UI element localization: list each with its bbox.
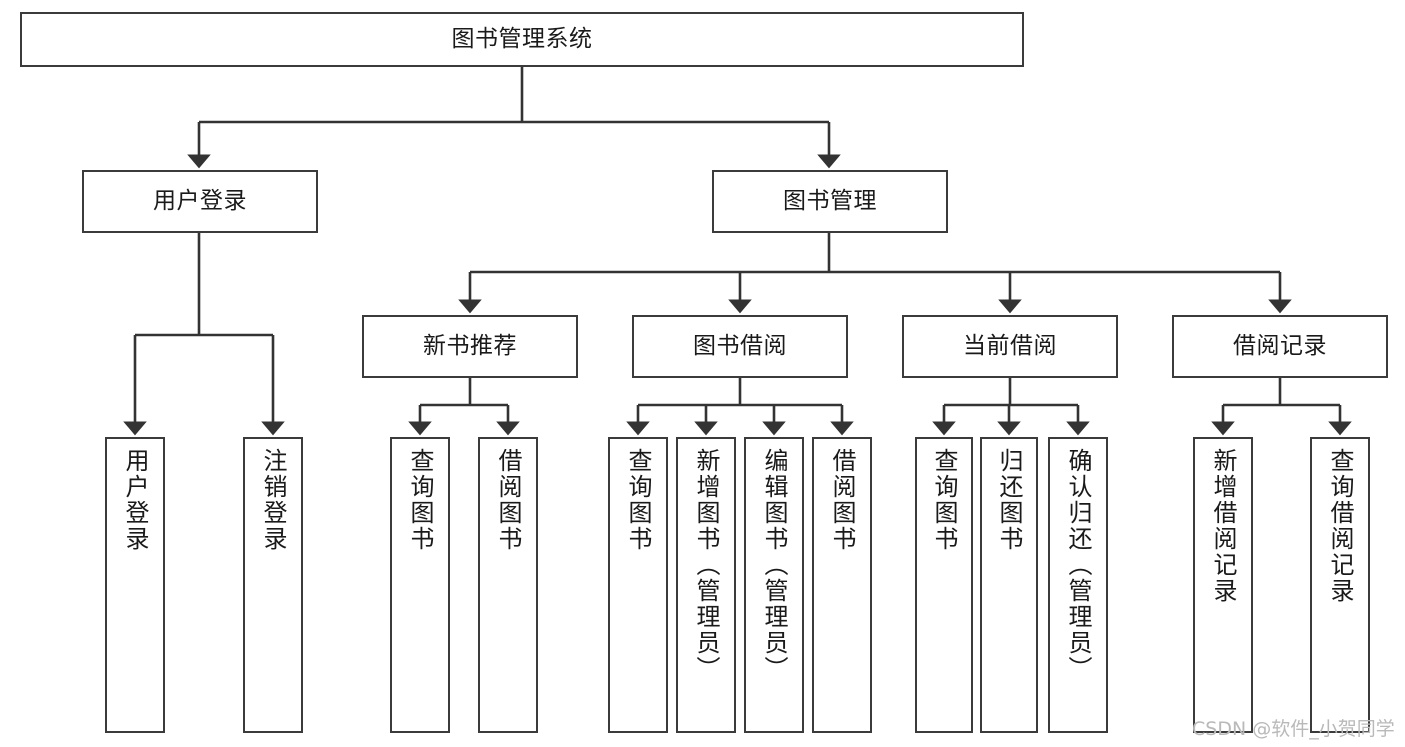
node-user-login-label: 用户登录 (153, 187, 247, 214)
node-borrow-records-label: 借阅记录 (1233, 332, 1327, 359)
node-current-borrow[interactable]: 当前借阅 (902, 315, 1118, 378)
leaf-user-login-label: 用户登录 (121, 448, 149, 552)
leaf-logout-label: 注销登录 (259, 448, 287, 552)
leaf-borrow-books-new[interactable]: 借阅图书 (478, 437, 538, 733)
leaf-add-book-admin-label: 新增图书（管理员） (692, 448, 720, 682)
leaf-logout[interactable]: 注销登录 (243, 437, 303, 733)
leaf-return-books[interactable]: 归还图书 (980, 437, 1038, 733)
node-borrow-records[interactable]: 借阅记录 (1172, 315, 1388, 378)
leaf-return-books-label: 归还图书 (995, 448, 1023, 552)
csdn-watermark: CSDN @软件_小贺同学 (1192, 718, 1395, 740)
leaf-add-book-admin[interactable]: 新增图书（管理员） (676, 437, 736, 733)
node-user-login[interactable]: 用户登录 (82, 170, 318, 233)
node-book-borrow[interactable]: 图书借阅 (632, 315, 848, 378)
leaf-edit-book-admin-label: 编辑图书（管理员） (760, 448, 788, 682)
node-new-book-recommend[interactable]: 新书推荐 (362, 315, 578, 378)
leaf-query-books-new[interactable]: 查询图书 (390, 437, 450, 733)
leaf-query-borrow-record[interactable]: 查询借阅记录 (1310, 437, 1370, 733)
node-new-book-recommend-label: 新书推荐 (423, 332, 517, 359)
node-book-management[interactable]: 图书管理 (712, 170, 948, 233)
node-current-borrow-label: 当前借阅 (963, 332, 1057, 359)
node-root-label: 图书管理系统 (451, 25, 593, 52)
leaf-borrow-books[interactable]: 借阅图书 (812, 437, 872, 733)
leaf-query-borrow-record-label: 查询借阅记录 (1326, 448, 1354, 604)
node-book-management-label: 图书管理 (783, 187, 877, 214)
node-book-borrow-label: 图书借阅 (693, 332, 787, 359)
leaf-query-books-current-label: 查询图书 (930, 448, 958, 552)
leaf-add-borrow-record[interactable]: 新增借阅记录 (1193, 437, 1253, 733)
node-root[interactable]: 图书管理系统 (20, 12, 1024, 67)
leaf-edit-book-admin[interactable]: 编辑图书（管理员） (744, 437, 804, 733)
leaf-query-books-new-label: 查询图书 (406, 448, 434, 552)
leaf-query-books-borrow-label: 查询图书 (624, 448, 652, 552)
leaf-borrow-books-new-label: 借阅图书 (494, 448, 522, 552)
leaf-borrow-books-label: 借阅图书 (828, 448, 856, 552)
leaf-query-books-borrow[interactable]: 查询图书 (608, 437, 668, 733)
leaf-query-books-current[interactable]: 查询图书 (915, 437, 973, 733)
leaf-confirm-return-admin[interactable]: 确认归还（管理员） (1048, 437, 1108, 733)
leaf-confirm-return-admin-label: 确认归还（管理员） (1064, 448, 1092, 682)
leaf-add-borrow-record-label: 新增借阅记录 (1209, 448, 1237, 604)
leaf-user-login[interactable]: 用户登录 (105, 437, 165, 733)
